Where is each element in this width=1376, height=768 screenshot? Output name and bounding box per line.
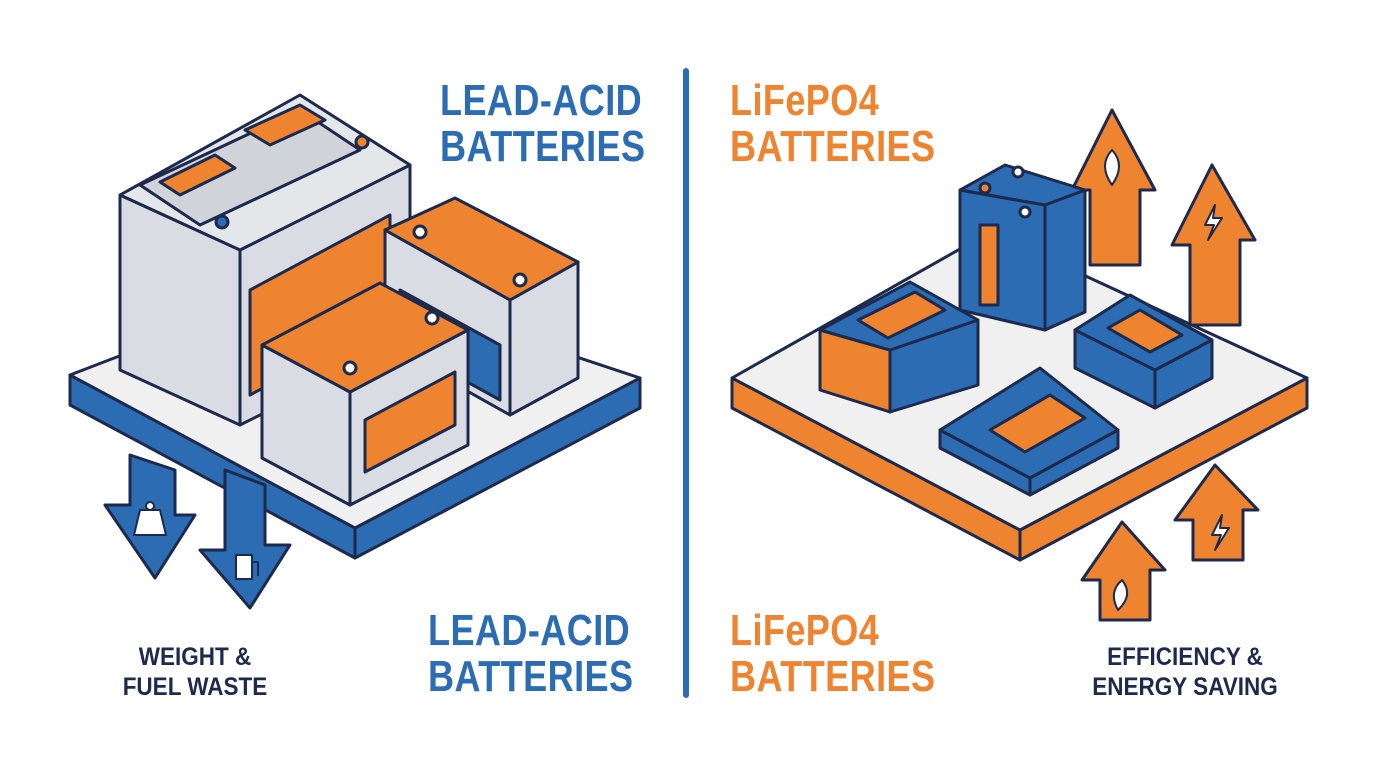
title-line: BATTERIES — [440, 122, 646, 171]
lifepo4-battery-front — [938, 366, 1120, 497]
caption-line: EFFICIENCY & — [1107, 643, 1263, 671]
leaf-icon — [1104, 149, 1129, 611]
title-line: BATTERIES — [730, 122, 936, 171]
lifepo4-caption: EFFICIENCY & ENERGY SAVING — [1077, 642, 1293, 702]
lead-acid-title: LEAD-ACID BATTERIES — [440, 78, 645, 170]
lifepo4-battery-right — [1073, 293, 1214, 410]
lead-acid-bottom-title: LEAD-ACID BATTERIES — [428, 608, 633, 700]
title-line: LiFePO4 — [730, 76, 880, 125]
lifepo4-battery-left — [818, 280, 980, 414]
lifepo4-title: LiFePO4 BATTERIES — [730, 78, 935, 170]
caption-line: ENERGY SAVING — [1092, 673, 1278, 701]
lead-acid-battery-small — [260, 281, 470, 507]
caption-line: WEIGHT & — [138, 643, 252, 671]
caption-line: FUEL WASTE — [122, 673, 268, 701]
weight-icon — [133, 501, 167, 536]
title-line: LiFePO4 — [730, 606, 880, 655]
divider — [683, 68, 689, 698]
title-line: BATTERIES — [730, 652, 936, 701]
title-line: LEAD-ACID — [440, 76, 643, 125]
fuel-pump-icon — [235, 554, 259, 580]
title-line: LEAD-ACID — [428, 606, 631, 655]
lead-acid-caption: WEIGHT & FUEL WASTE — [119, 642, 272, 702]
lifepo4-battery-tall — [958, 163, 1087, 332]
lifepo4-bottom-title: LiFePO4 BATTERIES — [730, 608, 935, 700]
lightning-icon — [1204, 204, 1230, 551]
title-line: BATTERIES — [428, 652, 634, 701]
arrow-up-icon — [1070, 108, 1260, 622]
